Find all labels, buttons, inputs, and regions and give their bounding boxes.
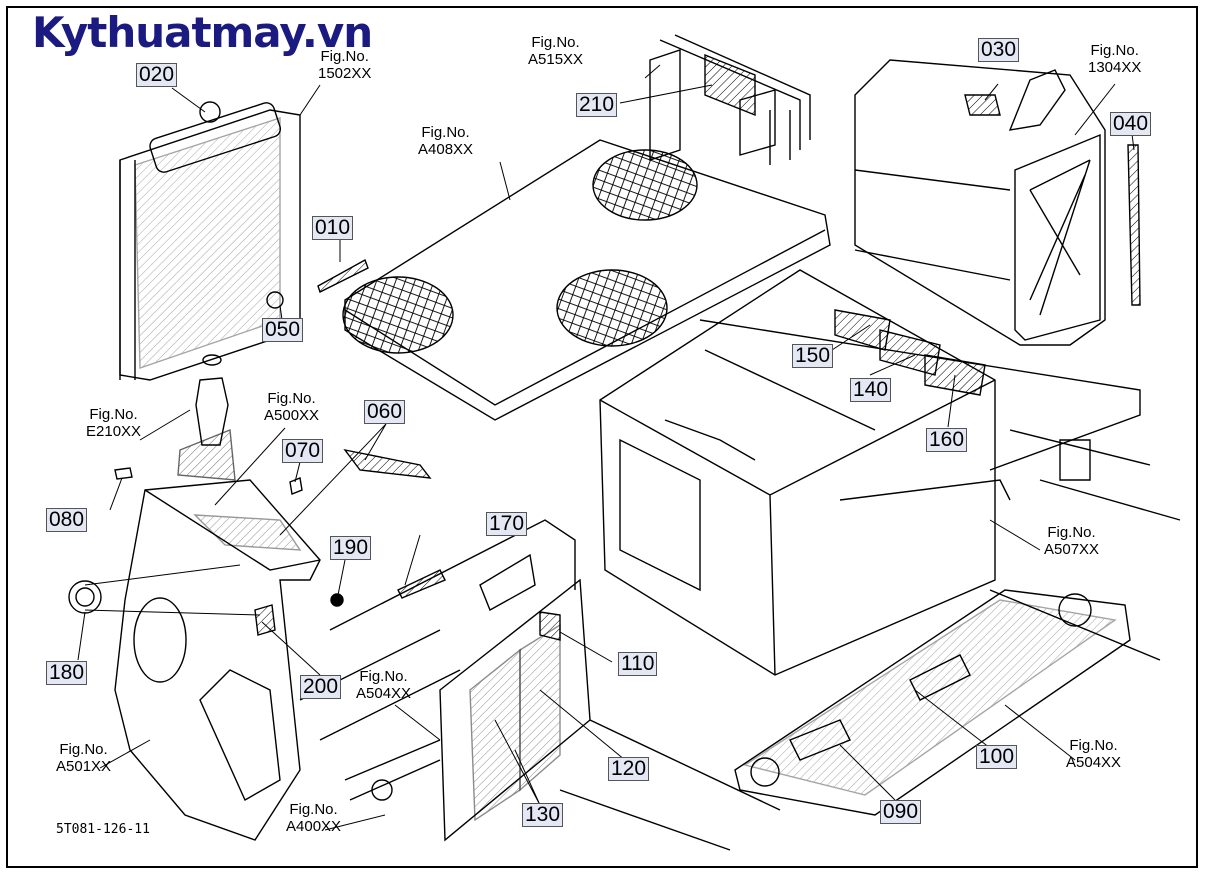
part-label-070[interactable]: 070 bbox=[282, 439, 324, 463]
floor-plate bbox=[734, 589, 1131, 816]
part-label-170[interactable]: 170 bbox=[486, 512, 528, 536]
part-label-090[interactable]: 090 bbox=[880, 800, 922, 824]
fig-ref-a515[interactable]: Fig.No.A515XX bbox=[528, 34, 584, 68]
part-label-100[interactable]: 100 bbox=[976, 745, 1018, 769]
part-label-020[interactable]: 020 bbox=[136, 63, 178, 87]
part-label-050[interactable]: 050 bbox=[262, 318, 304, 342]
console-cover bbox=[68, 448, 432, 841]
fig-ref-a507[interactable]: Fig.No.A507XX bbox=[1044, 524, 1100, 558]
part-label-110[interactable]: 110 bbox=[618, 652, 658, 676]
seat-stand bbox=[599, 269, 996, 676]
part-label-080[interactable]: 080 bbox=[46, 508, 88, 532]
part-label-130[interactable]: 130 bbox=[522, 803, 564, 827]
part-label-010[interactable]: 010 bbox=[312, 216, 354, 240]
part-label-200[interactable]: 200 bbox=[300, 675, 342, 699]
leader-lines bbox=[77, 64, 1135, 831]
frame-rails bbox=[699, 319, 1181, 661]
fuel-tank bbox=[854, 59, 1141, 346]
fig-ref-a504-left[interactable]: Fig.No.A504XX bbox=[356, 668, 412, 702]
fig-ref-1502[interactable]: Fig.No.1502XX bbox=[318, 48, 372, 82]
fig-ref-e210[interactable]: Fig.No.E210XX bbox=[86, 406, 142, 440]
site-logo: Kythuatmay.vn bbox=[32, 8, 373, 57]
part-label-060[interactable]: 060 bbox=[364, 400, 406, 424]
part-label-030[interactable]: 030 bbox=[978, 38, 1020, 62]
fig-ref-a501[interactable]: Fig.No.A501XX bbox=[56, 741, 112, 775]
fig-ref-1304[interactable]: Fig.No.1304XX bbox=[1088, 42, 1142, 76]
part-label-150[interactable]: 150 bbox=[792, 344, 834, 368]
bracket bbox=[649, 34, 811, 165]
part-label-040[interactable]: 040 bbox=[1110, 112, 1152, 136]
part-label-190[interactable]: 190 bbox=[330, 536, 372, 560]
part-label-120[interactable]: 120 bbox=[608, 757, 650, 781]
part-label-140[interactable]: 140 bbox=[850, 378, 892, 402]
part-label-210[interactable]: 210 bbox=[576, 93, 618, 117]
mesh-cover bbox=[317, 139, 831, 421]
fig-ref-a400[interactable]: Fig.No.A400XX bbox=[286, 801, 342, 835]
fig-ref-a500[interactable]: Fig.No.A500XX bbox=[264, 390, 320, 424]
fig-ref-a504-right[interactable]: Fig.No.A504XX bbox=[1066, 737, 1122, 771]
fig-ref-a408[interactable]: Fig.No.A408XX bbox=[418, 124, 474, 158]
drawing-frame bbox=[6, 6, 1198, 868]
control-lever bbox=[177, 354, 236, 481]
part-label-160[interactable]: 160 bbox=[926, 428, 968, 452]
side-panel bbox=[299, 519, 781, 851]
part-label-180[interactable]: 180 bbox=[46, 661, 88, 685]
drawing-code: 5T081-126-11 bbox=[56, 822, 150, 837]
